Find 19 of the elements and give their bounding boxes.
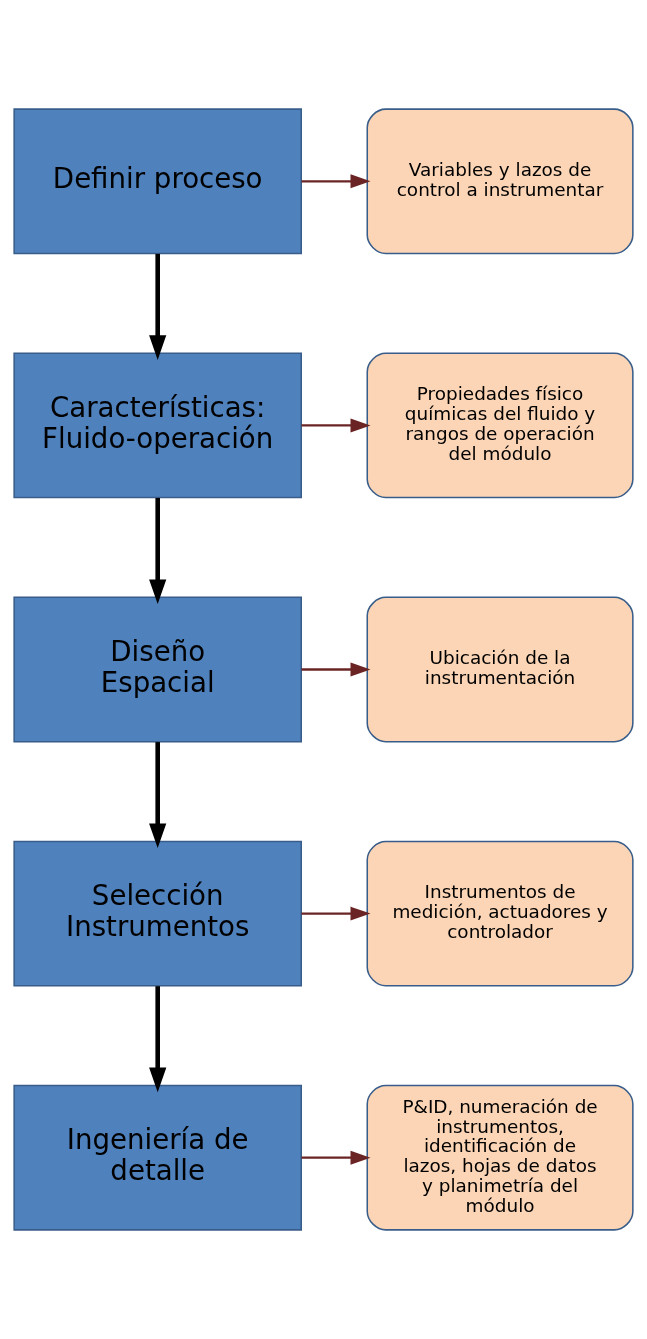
arrow [301, 906, 371, 921]
node-box: Diseño Espacial [13, 596, 302, 743]
node-box: Instrumentos de medición, actuadores y controlador [366, 840, 634, 987]
arrow [149, 986, 167, 1093]
node-box: Ubicación de la instrumentación [366, 596, 634, 743]
node-box: Selección Instrumentos [13, 840, 302, 987]
arrow [149, 742, 167, 849]
arrow [301, 662, 371, 677]
arrow [149, 253, 167, 360]
node-box: Definir proceso [13, 108, 302, 255]
arrow [149, 497, 167, 604]
arrow [301, 1150, 371, 1165]
arrow [301, 418, 371, 433]
node-box: Propiedades físico químicas del fluido y rangos de operación del módulo [366, 352, 634, 499]
node-box: P&ID, numeración de instrumentos, identificación de lazos, hojas de datos y planimetría del módulo [366, 1084, 634, 1231]
node-box: Variables y lazos de control a instrumentar [366, 108, 634, 255]
node-box: Ingeniería de detalle [13, 1084, 302, 1231]
node-box: Características: Fluido-operación [13, 352, 302, 499]
arrow [301, 174, 371, 189]
